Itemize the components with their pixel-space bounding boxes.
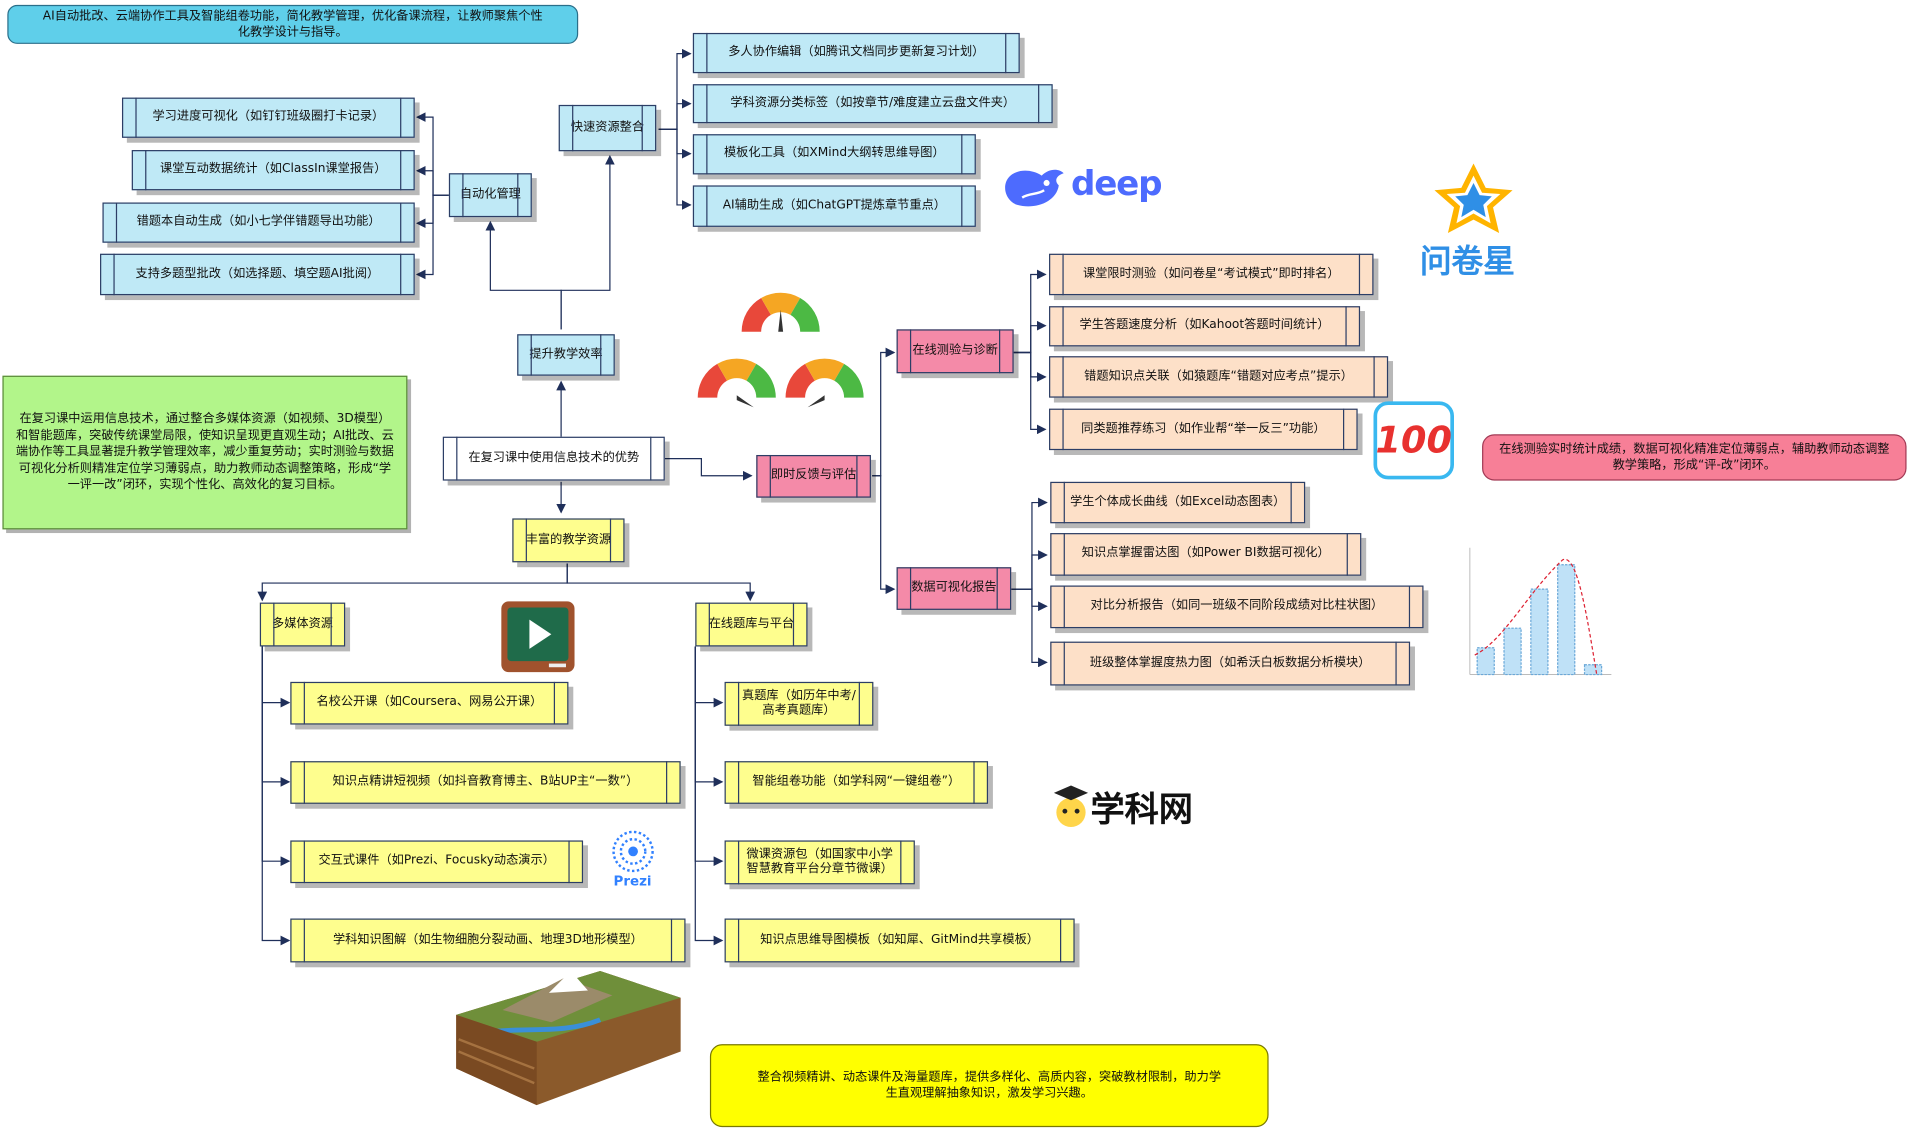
multimedia-item[interactable]: 知识点精讲短视频（如抖音教育博主、B站UP主“一数”） xyxy=(290,761,681,804)
prezi-icon xyxy=(612,830,654,873)
deepseek-logo: deep xyxy=(1000,161,1163,215)
xuekewang-logo: 学科网 xyxy=(1051,781,1210,832)
branch-online-test[interactable]: 在线测验与诊断 xyxy=(896,329,1014,374)
graduation-cap-icon xyxy=(1053,785,1089,828)
question-bank-item[interactable]: 真题库（如历年中考/ 高考真题库） xyxy=(724,681,874,726)
online-test-item[interactable]: 课堂限时测验（如问卷星“考试模式”即时排名） xyxy=(1049,253,1374,296)
online-test-item[interactable]: 错题知识点关联（如猿题库“错题对应考点”提示） xyxy=(1049,356,1389,398)
chart-icon xyxy=(1469,547,1612,676)
gauges-illustration xyxy=(693,290,869,408)
data-report-item[interactable]: 对比分析报告（如同一班级不同阶段成绩对比柱状图） xyxy=(1050,585,1424,629)
question-bank-item[interactable]: 微课资源包（如国家中小学 智慧教育平台分章节微课） xyxy=(724,840,915,885)
summary-note-left: 在复习课中运用信息技术，通过整合多媒体资源（如视频、3D模型）和智能题库，突破传… xyxy=(2,375,408,530)
branch-question-bank[interactable]: 在线题库与平台 xyxy=(695,602,808,647)
branch-efficiency[interactable]: 提升教学效率 xyxy=(517,334,615,376)
branch-rich-resources[interactable]: 丰富的教学资源 xyxy=(512,518,625,563)
quick-item[interactable]: AI辅助生成（如ChatGPT提炼章节重点） xyxy=(692,185,976,227)
summary-note-right: 在线测验实时统计成绩，数据可视化精准定位薄弱点，辅助教师动态调整教学策略，形成“… xyxy=(1482,434,1907,481)
multimedia-item[interactable]: 交互式课件（如Prezi、Focusky动态演示） xyxy=(290,840,584,884)
wenjuanxing-logo: 问卷星 xyxy=(1415,161,1532,281)
automation-item[interactable]: 课堂互动数据统计（如ClassIn课堂报告） xyxy=(131,150,415,191)
question-bank-item[interactable]: 知识点思维导图模板（如知犀、GitMind共享模板） xyxy=(724,918,1075,963)
star-icon xyxy=(1434,163,1513,233)
online-test-item[interactable]: 学生答题速度分析（如Kahoot答题时间统计） xyxy=(1049,306,1361,347)
branch-data-report[interactable]: 数据可视化报告 xyxy=(896,567,1012,610)
automation-item[interactable]: 错题本自动生成（如小七学伴错题导出功能） xyxy=(102,202,415,243)
multimedia-item[interactable]: 学科知识图解（如生物细胞分裂动画、地理3D地形模型） xyxy=(290,918,686,963)
root-node[interactable]: 在复习课中使用信息技术的优势 xyxy=(442,436,665,481)
prezi-logo: Prezi xyxy=(606,829,660,890)
terrain-icon xyxy=(456,970,681,1106)
quick-item[interactable]: 模板化工具（如XMind大纲转思维导图） xyxy=(692,134,976,175)
data-report-item[interactable]: 学生个体成长曲线（如Excel动态图表） xyxy=(1050,481,1306,524)
branch-automation[interactable]: 自动化管理 xyxy=(448,173,532,218)
play-board-icon xyxy=(501,601,575,673)
automation-item[interactable]: 支持多题型批改（如选择题、填空题AI批阅） xyxy=(100,253,415,296)
question-bank-item[interactable]: 智能组卷功能（如学科网“一键组卷”） xyxy=(724,761,989,804)
automation-item[interactable]: 学习进度可视化（如钉钉班级圈打卡记录） xyxy=(121,97,415,138)
data-report-item[interactable]: 班级整体掌握度热力图（如希沃白板数据分析模块） xyxy=(1050,641,1411,686)
summary-note-top-left: AI自动批改、云端协作工具及智能组卷功能，简化教学管理，优化备课流程，让教师聚焦… xyxy=(7,4,579,44)
multimedia-item[interactable]: 名校公开课（如Coursera、网易公开课） xyxy=(290,681,569,725)
branch-multimedia[interactable]: 多媒体资源 xyxy=(259,602,346,647)
online-test-item[interactable]: 同类题推荐练习（如作业帮“举一反三”功能） xyxy=(1049,408,1358,451)
data-report-item[interactable]: 知识点掌握雷达图（如Power BI数据可视化） xyxy=(1050,533,1362,576)
summary-note-bottom: 整合视频精讲、动态课件及海量题库，提供多样化、高质内容，突破教材限制，助力学生直… xyxy=(709,1044,1269,1128)
branch-quick-resources[interactable]: 快速资源整合 xyxy=(558,104,657,152)
video-player-icon xyxy=(500,600,576,673)
quick-item[interactable]: 多人协作编辑（如腾讯文档同步更新复习计划） xyxy=(692,32,1020,74)
terrain-3d-illustration xyxy=(454,966,683,1110)
gauge-icon xyxy=(697,292,864,408)
hundred-logo: 100 xyxy=(1373,401,1455,480)
whale-icon xyxy=(1005,169,1064,207)
bar-chart-illustration xyxy=(1455,543,1616,692)
branch-feedback[interactable]: 即时反馈与评估 xyxy=(756,454,871,498)
quick-item[interactable]: 学科资源分类标签（如按章节/难度建立云盘文件夹） xyxy=(692,84,1053,124)
